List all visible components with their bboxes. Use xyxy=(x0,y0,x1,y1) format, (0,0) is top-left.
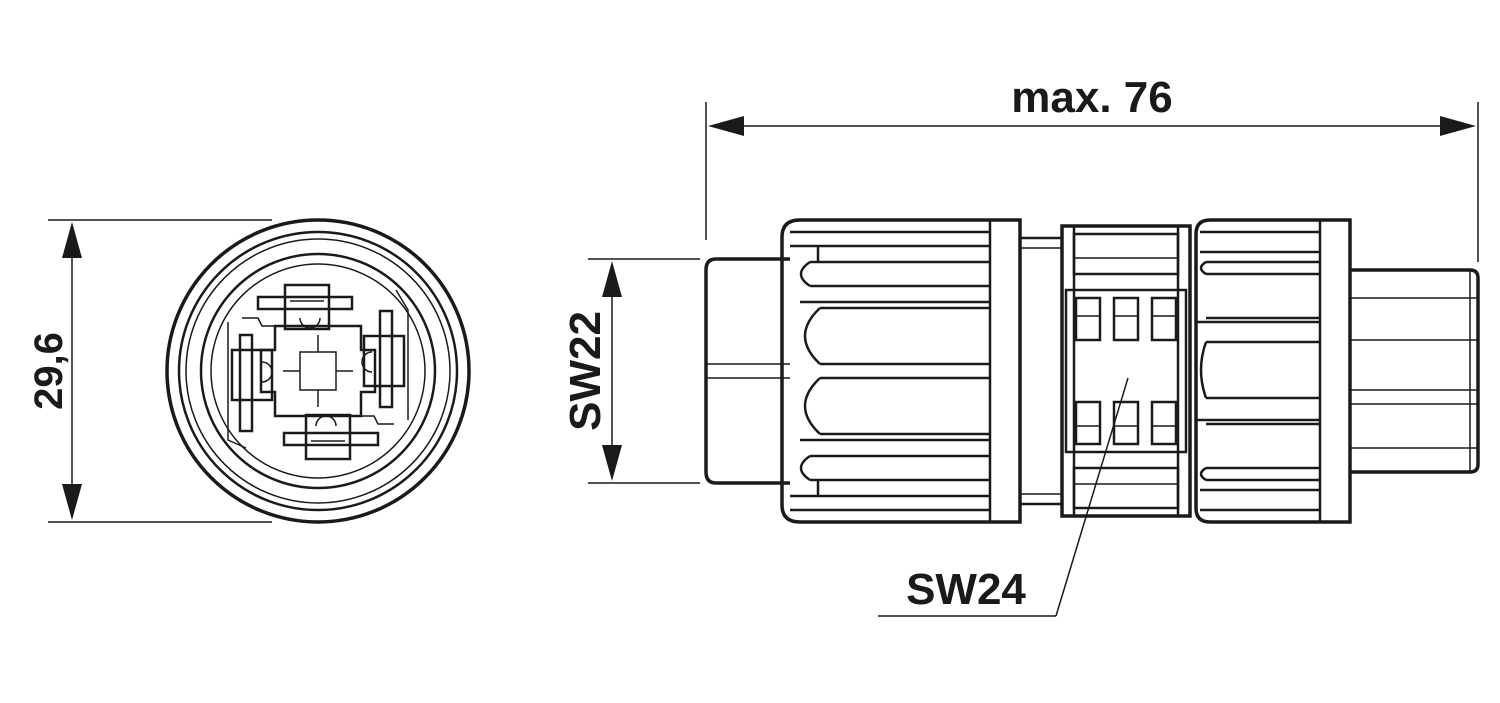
sw22-dimension: SW22 xyxy=(561,258,700,484)
right-nut xyxy=(1194,218,1352,524)
cable-end-left xyxy=(704,257,790,485)
arrow-up-icon xyxy=(62,222,82,258)
max-length-label: max. 76 xyxy=(1011,73,1172,122)
cable-end-right xyxy=(1350,268,1480,474)
connector-face xyxy=(165,218,471,524)
front-view: 29,6 xyxy=(27,218,471,524)
contact-left xyxy=(227,322,274,449)
contact-bottom xyxy=(282,413,394,461)
diameter-dimension: 29,6 xyxy=(27,219,272,523)
arrow-left-icon xyxy=(708,116,744,136)
arrow-right-icon xyxy=(1440,116,1476,136)
contact-right xyxy=(361,289,409,420)
arrow-down-icon xyxy=(602,445,622,481)
sw22-label: SW22 xyxy=(561,311,610,431)
arrow-up-icon xyxy=(602,261,622,297)
contact-top xyxy=(242,283,354,331)
diameter-label: 29,6 xyxy=(27,332,71,410)
left-nut xyxy=(780,218,1022,524)
neck xyxy=(1020,236,1062,506)
hex-body xyxy=(1060,224,1192,518)
arrow-down-icon xyxy=(62,484,82,520)
sw24-label: SW24 xyxy=(906,565,1026,614)
side-view: max. 76 SW22 xyxy=(561,73,1480,617)
length-dimension: max. 76 xyxy=(705,73,1479,262)
sw24-callout: SW24 xyxy=(878,377,1129,617)
